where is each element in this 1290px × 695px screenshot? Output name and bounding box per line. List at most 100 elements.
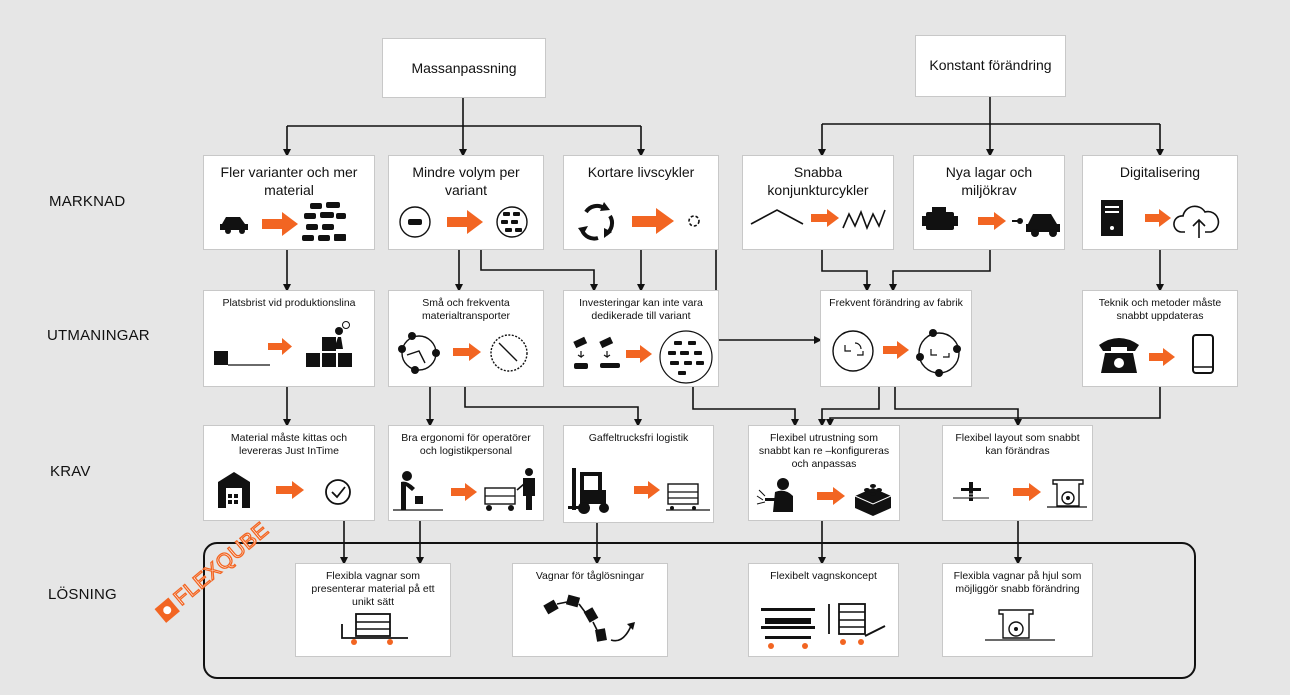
arrow-icon	[978, 212, 1006, 230]
losning-hjul-label: Flexibla vagnar på hjul som möjliggör sn…	[953, 570, 1082, 596]
utmaning-teknik-label: Teknik och metoder måste snabbt uppdater…	[1098, 297, 1222, 323]
row-label-krav: KRAV	[50, 463, 91, 480]
marknad-digitalisering: Digitalisering	[1082, 155, 1238, 250]
electric-car-icon	[1012, 214, 1060, 237]
warehouse-icon	[218, 472, 250, 508]
marknad-kortare-livscykler: Kortare livscykler	[563, 155, 719, 250]
row-label-utmaningar: UTMANINGAR	[47, 327, 150, 344]
arrow-icon	[276, 481, 304, 499]
cloud-upload-icon	[1173, 205, 1220, 238]
computer-icon	[1101, 200, 1123, 236]
arrow-icon	[634, 481, 660, 499]
arrow-icon	[883, 341, 909, 359]
utmaning-frekvent-label: Frekvent förändring av fabrik	[829, 297, 963, 309]
losning-flexibelt-vagnskoncept: Flexibelt vagnskoncept	[748, 563, 899, 657]
arrow-icon	[1013, 483, 1041, 501]
massanpassning-label: Massanpassning	[411, 60, 517, 76]
marknad-kortare-livscykler-label: Kortare livscykler	[587, 164, 695, 180]
timer-icon	[325, 479, 351, 505]
cart-icon	[341, 613, 408, 645]
losning-vagnar-label: Flexibla vagnar som presenterar material…	[311, 570, 435, 609]
row-label-marknad: MARKNAD	[49, 193, 126, 210]
losning-tag-label: Vagnar för tåglösningar	[535, 570, 645, 582]
caster-icon	[985, 609, 1055, 641]
arrow-icon	[447, 210, 483, 234]
arrow-icon	[811, 209, 839, 227]
marknad-nya-lagar-label: Nya lagar och miljökrav	[945, 164, 1033, 198]
marknad-nya-lagar: Nya lagar och miljökrav	[913, 155, 1065, 250]
circle-icon	[399, 206, 431, 238]
krav-utrustning-label: Flexibel utrustning som snabbt kan re –k…	[758, 432, 890, 471]
phone-icon	[1099, 338, 1139, 373]
shelf-cart-icon	[828, 603, 886, 645]
marknad-fler-varianter: Fler varianter och mer material	[203, 155, 375, 250]
stacked-boxes-icon	[306, 321, 352, 367]
krav-kittas: Material måste kittas och levereras Just…	[203, 425, 375, 521]
losning-vagnar-pa-hjul: Flexibla vagnar på hjul som möjliggör sn…	[942, 563, 1093, 657]
zigzag-icon	[842, 209, 886, 231]
utmaning-investeringar-label: Investeringar kan inte vara dedikerade t…	[579, 297, 703, 323]
cars-circle-icon	[496, 206, 528, 238]
krav-gaffeltrucksfri: Gaffeltrucksfri logistik	[563, 425, 714, 523]
utmaning-investeringar: Investeringar kan inte vara dedikerade t…	[563, 290, 719, 387]
clock-icon	[490, 334, 528, 372]
krav-flexibel-utrustning: Flexibel utrustning som snabbt kan re –k…	[748, 425, 900, 521]
cart-icon	[484, 468, 535, 511]
arrow-icon	[451, 483, 477, 501]
konstant-forandring-label: Konstant förändring	[929, 57, 1052, 73]
utmaning-frekvent-forandring: Frekvent förändring av fabrik	[820, 290, 972, 387]
marknad-snabba-konjunkturcykler: Snabba konjunkturcykler	[742, 155, 894, 250]
factory-changed-icon	[916, 329, 961, 377]
cars-icon	[302, 202, 346, 241]
wave-icon	[750, 209, 804, 225]
krav-layout-label: Flexibel layout som snabbt kan förändras	[955, 432, 1080, 458]
train-icon	[543, 594, 635, 642]
losning-flexibla-vagnar: Flexibla vagnar som presenterar material…	[295, 563, 451, 657]
konstant-forandring-box: Konstant förändring	[915, 35, 1066, 97]
losning-tag: Vagnar för tåglösningar	[512, 563, 668, 657]
marknad-snabba-label: Snabba konjunkturcykler	[767, 164, 869, 198]
losning-koncept-label: Flexibelt vagnskoncept	[770, 570, 877, 582]
marknad-fler-varianter-label: Fler varianter och mer material	[220, 164, 358, 198]
worker-icon	[393, 471, 443, 511]
car-icon	[220, 217, 248, 234]
marknad-mindre-volym: Mindre volym per variant	[388, 155, 544, 250]
arrow-icon	[453, 343, 481, 361]
caster-icon	[1047, 479, 1087, 508]
engine-icon	[922, 207, 958, 230]
rail-cart-icon	[761, 608, 815, 649]
arrow-icon	[262, 212, 298, 236]
cars-circle-icon	[659, 330, 713, 384]
welder-icon	[756, 478, 793, 512]
utmaning-sma-frekventa: Små och frekventa materialtransporter	[388, 290, 544, 387]
solution-frame	[203, 542, 1196, 679]
krav-flexibel-layout: Flexibel layout som snabbt kan förändras	[942, 425, 1093, 521]
massanpassning-box: Massanpassning	[382, 38, 546, 98]
arrow-icon	[632, 208, 674, 234]
floor-bolt-icon	[953, 482, 989, 501]
row-label-losning: LÖSNING	[48, 586, 117, 603]
utmaning-platsbrist-label: Platsbrist vid produktionslina	[222, 297, 356, 309]
krav-ergonomi: Bra ergonomi för operatörer och logistik…	[388, 425, 544, 521]
utmaning-platsbrist: Platsbrist vid produktionslina	[203, 290, 375, 387]
lego-brick-icon	[854, 484, 892, 516]
arrow-icon	[1149, 348, 1175, 366]
arrow-icon	[268, 338, 292, 355]
forklift-icon	[568, 468, 609, 514]
krav-kittas-label: Material måste kittas och levereras Just…	[230, 432, 348, 458]
krav-gaffeltrucksfri-label: Gaffeltrucksfri logistik	[588, 432, 689, 444]
small-cycle-icon	[688, 215, 700, 227]
marknad-digitalisering-label: Digitalisering	[1119, 164, 1201, 180]
utmaning-sma-frekventa-label: Små och frekventa materialtransporter	[421, 297, 511, 323]
arrow-icon	[626, 345, 652, 363]
smartphone-icon	[1192, 334, 1214, 374]
arrow-icon	[1145, 209, 1171, 227]
arrow-icon	[817, 487, 845, 505]
route-icon	[398, 332, 440, 374]
cart-icon	[666, 483, 710, 511]
factory-icon	[832, 330, 874, 372]
marknad-mindre-volym-label: Mindre volym per variant	[412, 164, 520, 198]
box-icon	[214, 351, 270, 366]
utmaning-teknik: Teknik och metoder måste snabbt uppdater…	[1082, 290, 1238, 387]
